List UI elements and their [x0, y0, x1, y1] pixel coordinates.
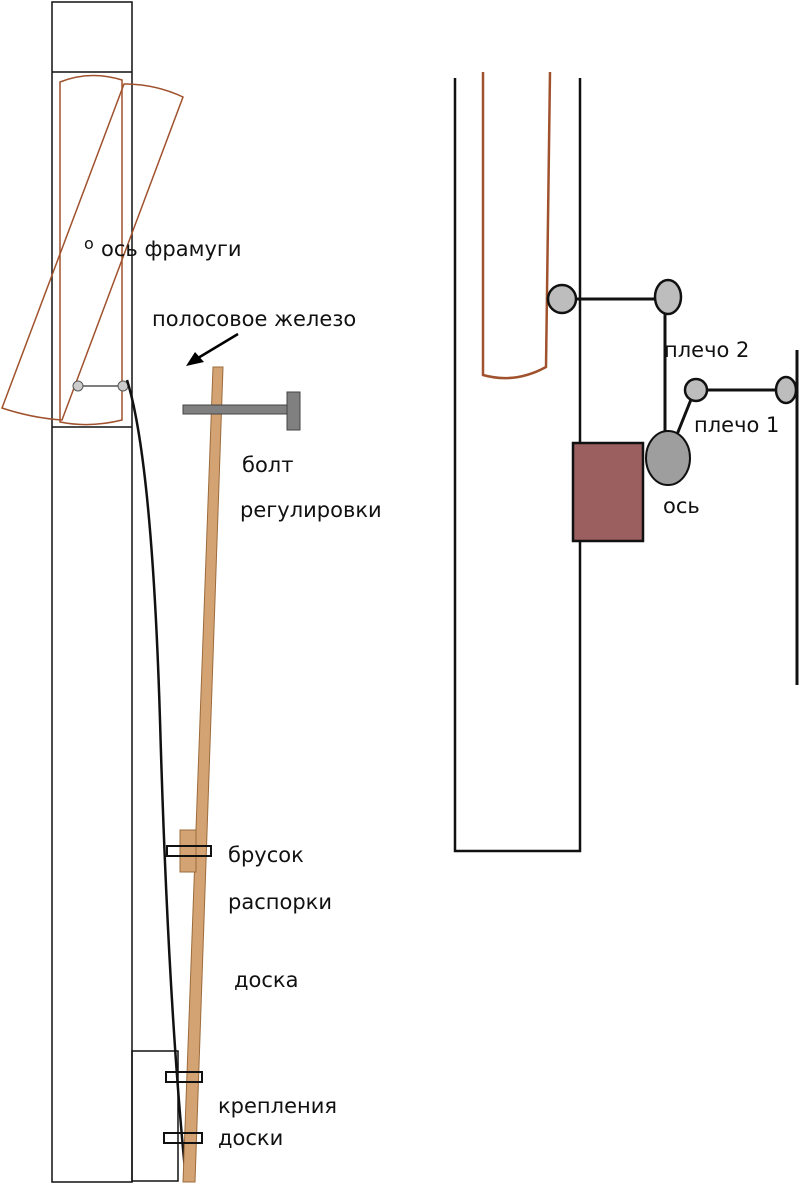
strip-iron-label: полосовое железо [152, 307, 356, 331]
pivot-joint-left [546, 283, 578, 315]
bar-label-line1: брусок [228, 843, 304, 867]
channel-transom [481, 71, 552, 380]
arm2-label: плечо 2 [664, 338, 749, 362]
strip-iron-arrow-shaft [197, 332, 239, 360]
adjustment-bolt-head [286, 391, 301, 431]
board-label: доска [234, 968, 298, 992]
transom-link-pin-left [72, 380, 84, 392]
mount-block [571, 441, 645, 543]
board-mount-bracket-upper [165, 1071, 203, 1083]
board-mount-bracket-lower [163, 1132, 203, 1144]
transom-axis-label: ось фрамуги [101, 237, 242, 261]
mount-label-line1: крепления [218, 1094, 337, 1118]
pivot-joint-arm1-right [774, 375, 798, 405]
bar-label-line2: распорки [228, 890, 332, 914]
spacer-bar [179, 829, 197, 873]
strip-iron-arrowhead [186, 352, 204, 366]
left-diagram: o ось фрамуги полосовое железо болт регу… [1, 1, 382, 1183]
pivot-joint-arm1-left [683, 377, 709, 403]
strip-iron [125, 379, 188, 1181]
spacer-bar-bracket [166, 845, 212, 857]
board [182, 366, 224, 1183]
arm1-label: плечо 1 [694, 413, 779, 437]
window-frame [51, 1, 133, 1183]
axis-pivot [645, 430, 691, 486]
pivot-mark: o [84, 234, 94, 253]
board-mount-box [131, 1050, 179, 1182]
axis-label: ось [663, 494, 700, 518]
transom-open-outline [1, 83, 184, 421]
channel-outline [453, 78, 582, 853]
transom-closed-outline [59, 74, 123, 426]
bolt-label-line1: болт [242, 453, 293, 477]
right-diagram: плечо 2 плечо 1 ось [453, 71, 799, 853]
mount-label-line2: доски [218, 1126, 283, 1150]
pivot-joint-top-right [653, 278, 683, 316]
bolt-label-line2: регулировки [240, 498, 382, 522]
adjustment-bolt-shaft [182, 404, 291, 415]
